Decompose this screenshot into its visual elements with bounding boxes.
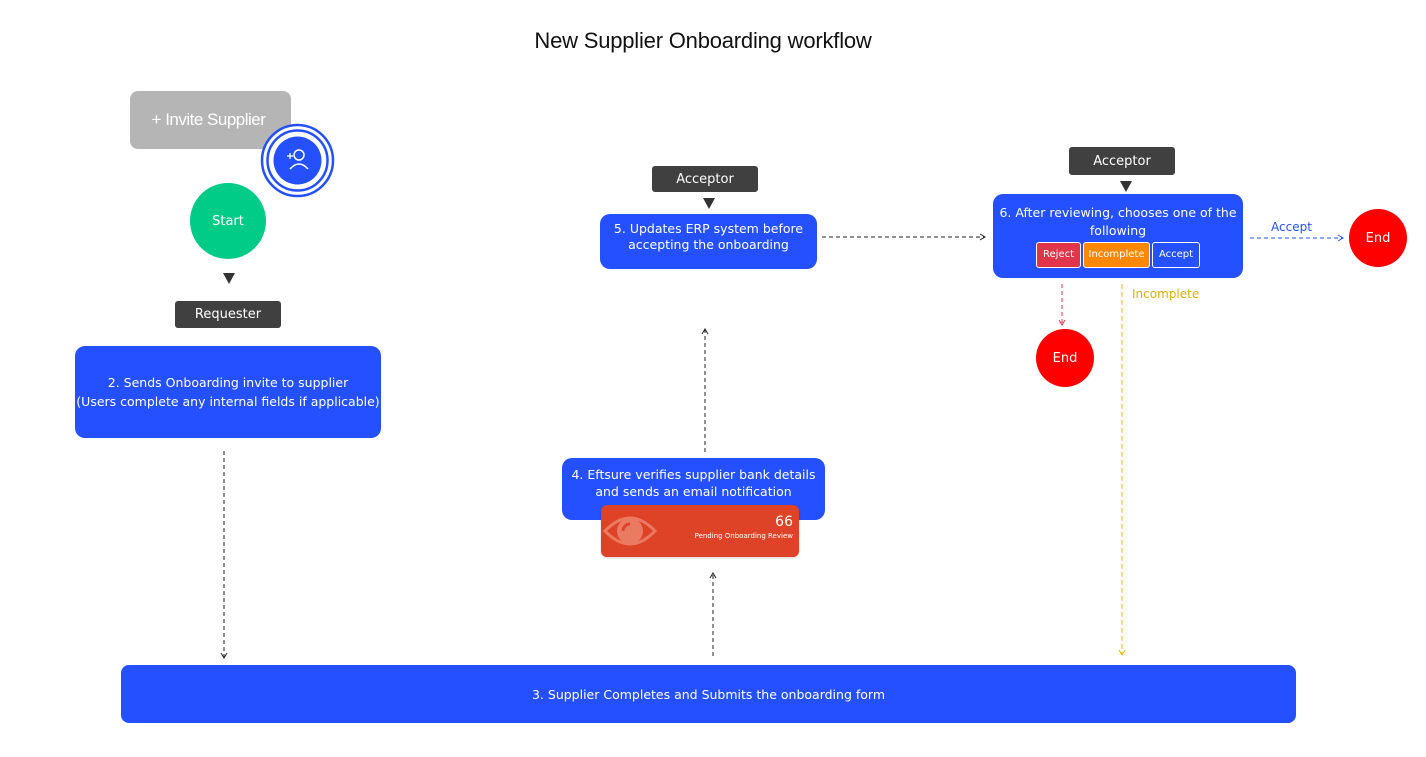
step-4-line1: 4. Eftsure verifies supplier bank detail… xyxy=(571,467,816,482)
role-acceptor-step6: Acceptor xyxy=(1069,147,1175,175)
role-label: Requester xyxy=(194,307,262,322)
step-6-box: 6. After reviewing, chooses one of the f… xyxy=(993,194,1243,278)
accept-flow-label: Accept xyxy=(1271,220,1312,234)
step-3-line1: 3. Supplier Completes and Submits the on… xyxy=(531,686,886,702)
incomplete-choice[interactable]: Incomplete xyxy=(1083,242,1150,268)
step-5-line1: 5. Updates ERP system before xyxy=(613,221,804,236)
role-label: Acceptor xyxy=(1093,153,1151,169)
start-label: Start xyxy=(212,213,244,229)
arrow-down-icon xyxy=(703,198,715,209)
accept-choice[interactable]: Accept xyxy=(1152,242,1200,268)
step-4-line2: and sends an email notification xyxy=(595,484,792,499)
role-requester: Requester xyxy=(175,301,281,328)
step-2-box: 2. Sends Onboarding invite to supplier (… xyxy=(75,346,381,438)
pending-label: Pending Onboarding Review xyxy=(694,532,793,540)
add-user-icon[interactable] xyxy=(260,123,335,198)
arrow-down-icon xyxy=(223,273,235,284)
decision-choices: Reject Incomplete Accept xyxy=(1036,242,1200,268)
pending-onboarding-card[interactable]: 66 Pending Onboarding Review xyxy=(601,505,799,557)
invite-supplier-button[interactable]: + Invite Supplier xyxy=(130,91,291,149)
pending-count: 66 xyxy=(775,514,793,530)
end-node-reject: End xyxy=(1036,329,1094,387)
end-label: End xyxy=(1052,350,1078,366)
end-node-accept: End xyxy=(1349,209,1407,267)
diagram-title: New Supplier Onboarding workflow xyxy=(534,28,872,53)
reject-choice[interactable]: Reject xyxy=(1036,242,1081,268)
step-6-line1: 6. After reviewing, chooses one of the xyxy=(999,205,1237,220)
incomplete-flow-label: Incomplete xyxy=(1132,287,1200,301)
role-label: Acceptor xyxy=(676,171,734,187)
step-2-line1: 2. Sends Onboarding invite to supplier xyxy=(107,375,349,390)
start-node: Start xyxy=(190,183,266,259)
eye-icon xyxy=(603,516,657,546)
arrow-down-icon xyxy=(1120,181,1132,192)
step-6-line2: following xyxy=(1089,223,1147,238)
step-5-line2: accepting the onboarding xyxy=(628,237,789,252)
step-2-line2: (Users complete any internal fields if a… xyxy=(76,394,380,409)
role-acceptor-step5: Acceptor xyxy=(652,166,758,192)
step-3-box: 3. Supplier Completes and Submits the on… xyxy=(121,665,1296,723)
step-5-box: 5. Updates ERP system before accepting t… xyxy=(600,214,817,269)
end-label: End xyxy=(1365,230,1391,246)
